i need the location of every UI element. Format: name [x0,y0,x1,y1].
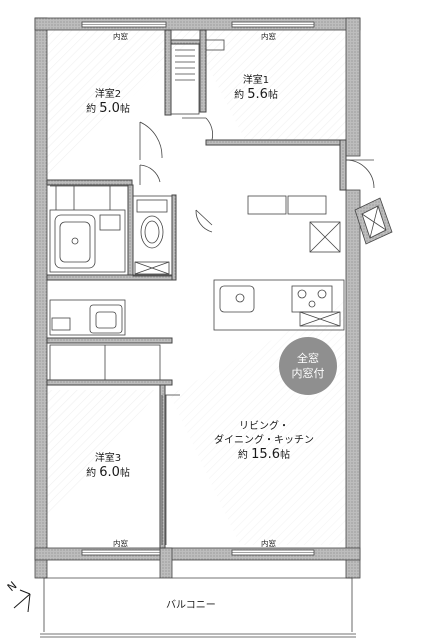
floor-shading [190,30,346,140]
bottom-windows [81,549,315,556]
sliding-door [161,395,167,545]
ldk-name-line2: ダイニング・キッチン [214,435,314,446]
badge-line1: 全窓 [297,352,319,365]
balcony-area [40,577,356,638]
floor-shading [47,30,200,180]
room2-size: 約 5.0帖 [86,101,130,116]
top-windows [81,21,315,28]
washroom [48,299,161,381]
room3-size: 約 6.0帖 [86,465,130,480]
entrance [354,197,393,245]
window-label-bottom-right: 内窓 [261,539,276,548]
inner-window-badge: 全窓 内窓付 [279,337,337,395]
ldk-name-line1: リビング・ [239,421,289,432]
room1-name: 洋室1 [242,75,270,86]
room2-label: 洋室2 約 5.0帖 [78,88,138,117]
room1-label: 洋室1 約 5.6帖 [222,74,290,103]
ldk-size: 約 15.6帖 [237,447,291,462]
badge-line2: 内窓付 [291,367,325,380]
room2-name: 洋室2 [94,89,122,100]
floor-shading [47,390,160,520]
room3-label: 洋室3 約 6.0帖 [78,452,138,481]
doors [139,117,375,396]
closet [170,39,225,115]
balcony-label: バルコニー [166,600,216,611]
window-label-top-left: 内窓 [113,32,128,41]
toilet [132,195,173,277]
room1-size: 約 5.6帖 [234,87,278,102]
window-label-top-right: 内窓 [261,32,276,41]
window-label-bottom-left: 内窓 [113,539,128,548]
bathroom [49,185,128,273]
ldk-label: リビング・ ダイニング・キッチン 約 15.6帖 [194,420,334,463]
room3-name: 洋室3 [94,453,122,464]
kitchen [213,195,345,331]
north-arrow [13,589,31,613]
